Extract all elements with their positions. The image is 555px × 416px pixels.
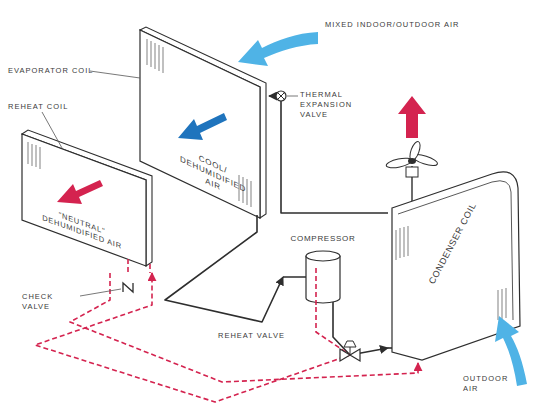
expansion-valve-symbol [278,93,285,100]
node-outline [135,25,269,225]
air-arrow [238,32,318,66]
reheat-coil: "NEUTRAL" DEHUMIDIFIED AIR [18,128,160,273]
part-label: OUTDOOR AIR [463,374,509,394]
leader-line [42,112,62,148]
coil-outline [398,181,513,320]
part-label: THERMAL EXPANSION VALVE [300,90,362,119]
part-label: REHEAT VALVE [218,331,308,341]
refrigerant-line [269,96,388,213]
refrigerant-line [333,307,388,355]
coil-outline [283,277,333,307]
fan-motor [406,167,418,177]
coil-outline [128,259,150,273]
compressor: COMPRESSOR [283,232,363,307]
leader-line [80,289,121,296]
coil-outline [22,134,146,266]
evaporator-coil: COOL/ DEHUMIDIFIED AIR [135,25,269,225]
leader-line [287,96,298,97]
node-label: COMPRESSOR [278,234,368,244]
coil-outline [306,251,340,261]
air-arrow [57,180,103,204]
coil-outline [140,27,266,218]
refrigerant-line [165,225,283,322]
coil-outline [315,268,317,307]
coil-outline [392,172,520,360]
coil-outline [498,288,506,320]
part-label: MIXED INDOOR/OUTDOOR AIR [325,20,525,30]
coil-outline [306,256,340,303]
part-label: REHEAT COIL [8,102,88,112]
expansion-valve-symbol [276,91,286,101]
fan-blade [385,156,412,169]
reheat-valve-symbol [340,349,360,361]
coil-outline [140,30,260,218]
node-outline [18,128,160,273]
node-outline [388,168,528,363]
coil-outline [256,215,258,225]
coil-outline [147,39,163,73]
part-label: EVAPORATOR COIL [8,66,103,76]
reheat-line [70,273,418,382]
fan-shaft [411,166,412,201]
air-arrow [178,113,227,140]
reheat-line [35,273,350,402]
fan-blade [411,152,438,168]
node-outline [283,232,363,307]
coil-outline [396,226,408,260]
leader-line [90,71,140,78]
check-valve-symbol [123,283,133,292]
valve-actuator [344,341,356,355]
fan-hub [408,158,416,164]
air-arrow [495,316,527,386]
part-label: CHECK VALVE [22,292,84,312]
coil-outline [22,130,152,266]
coil-outline [28,142,40,169]
condenser-coil: CONDENSER COIL [388,168,528,363]
exhaust-arrow [398,96,426,138]
coil-outline [388,347,392,349]
fan-blade [408,140,422,162]
